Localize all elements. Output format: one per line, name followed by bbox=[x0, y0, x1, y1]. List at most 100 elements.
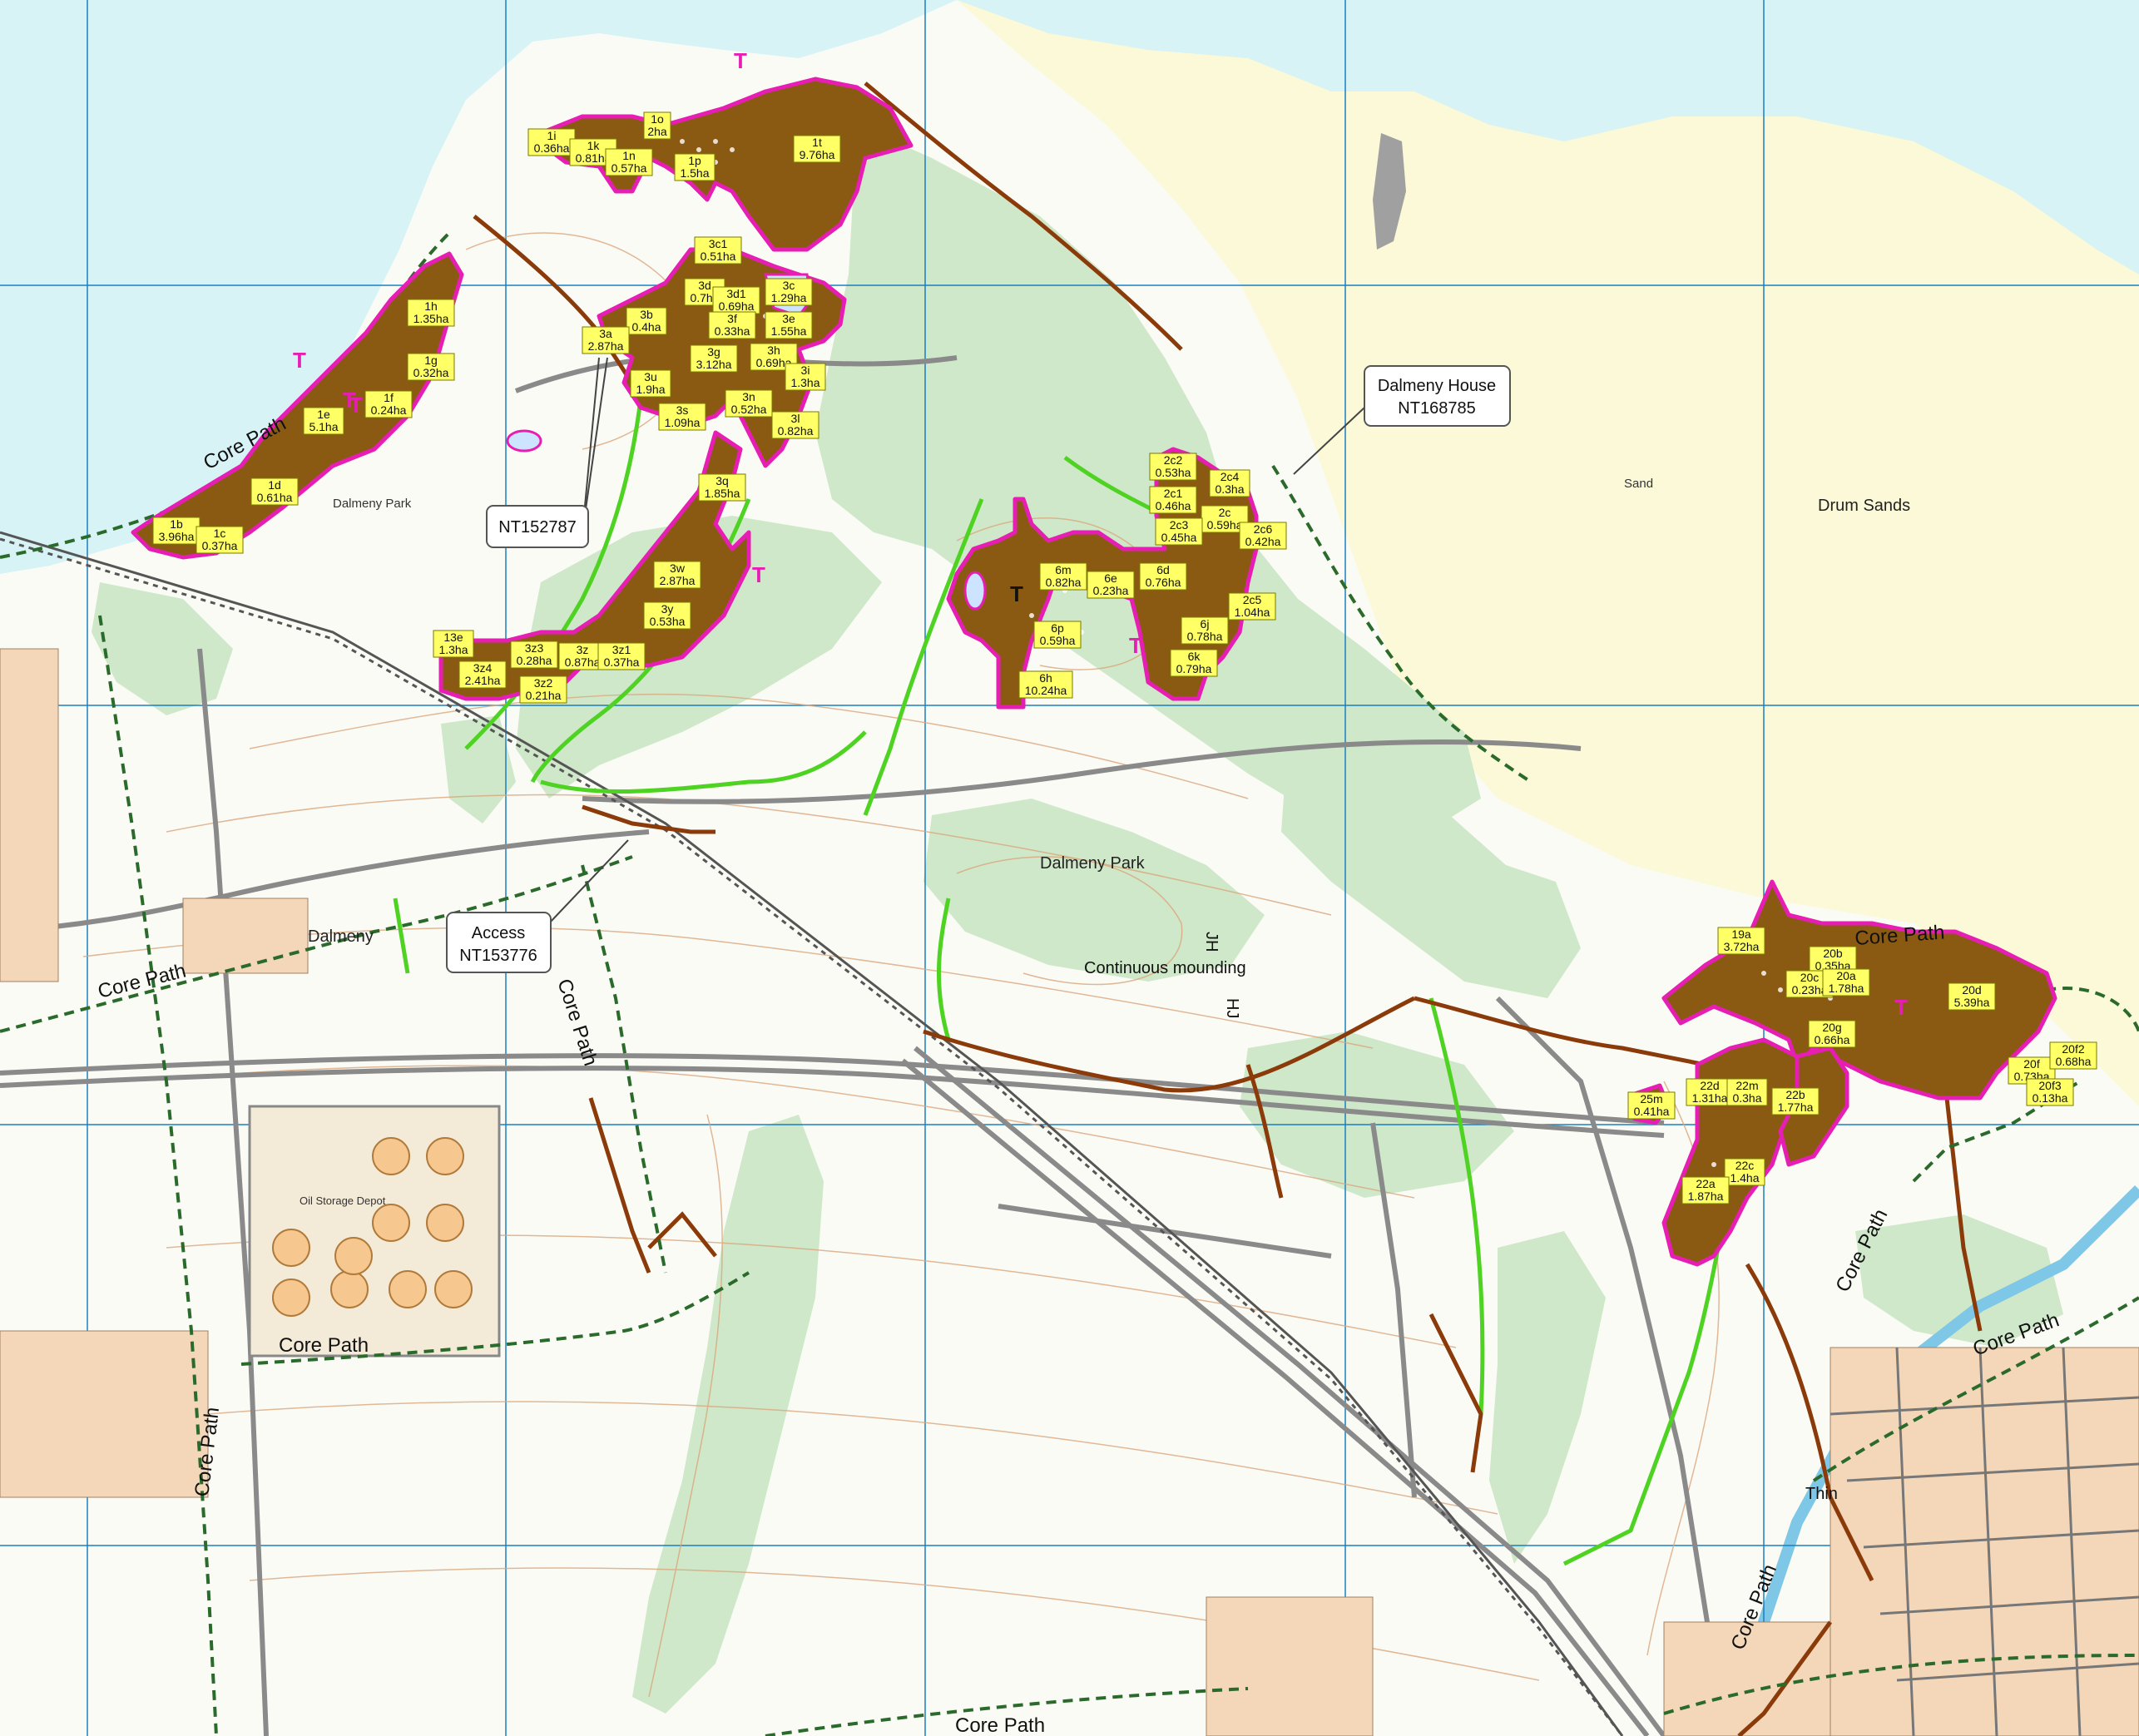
compartment-code: 3h bbox=[767, 344, 780, 357]
compartment-label-bg bbox=[1155, 517, 1203, 546]
compartment-area: 0.66ha bbox=[1815, 1033, 1850, 1046]
roads bbox=[0, 353, 1716, 1736]
compartment-label-bg bbox=[1170, 649, 1218, 677]
compartment-label-bg bbox=[1822, 968, 1870, 997]
place-labels: Drum Sands Sand Dalmeny Park Dalmeny Par… bbox=[300, 477, 1910, 1503]
compartment-label-bg bbox=[1948, 982, 1996, 1011]
compartment-code: 6m bbox=[1055, 563, 1071, 576]
compartment-label-bg bbox=[793, 135, 841, 163]
compartment-label-bg bbox=[1087, 571, 1135, 599]
compartment-label-bg bbox=[1771, 1087, 1820, 1115]
thin-markers: T T T T T T T T bbox=[293, 48, 1908, 1020]
compartment-label-bg bbox=[519, 675, 567, 704]
compartment-area: 0.76ha bbox=[1146, 576, 1181, 589]
compartment-code: 6k bbox=[1188, 650, 1201, 663]
compartment-label-3e: 3e1.55ha bbox=[765, 311, 813, 339]
compartment-area: 1.55ha bbox=[771, 324, 807, 338]
compartment-label-bg bbox=[597, 642, 646, 670]
compartment-code: 2c4 bbox=[1221, 470, 1240, 483]
compartment-area: 1.3ha bbox=[790, 376, 819, 389]
sea-channels bbox=[957, 0, 2139, 274]
compartment-code: 3u bbox=[644, 370, 657, 383]
callout-dalmeny-house-line2: NT168785 bbox=[1398, 399, 1475, 418]
railway bbox=[0, 531, 1624, 1736]
compartment-code: 3z bbox=[577, 643, 589, 656]
compartment-label-1h: 1h1.35ha bbox=[407, 299, 455, 327]
compartment-code: 20b bbox=[1823, 947, 1843, 960]
label-continuous-mounding: Continuous mounding bbox=[1084, 959, 1246, 977]
compartment-label-6p: 6p0.59ha bbox=[1033, 621, 1082, 649]
oil-storage-depot bbox=[248, 1105, 501, 1358]
label-sand: Sand bbox=[1624, 477, 1653, 491]
compartment-code: 2c3 bbox=[1170, 518, 1189, 532]
compartment-label-bg bbox=[712, 286, 760, 314]
compartment-area: 0.82ha bbox=[1046, 576, 1082, 589]
compartment-code: 6e bbox=[1104, 571, 1117, 585]
compartment-code: 1k bbox=[587, 139, 601, 152]
compartment-label-bg bbox=[196, 526, 244, 554]
compartment-label-bg bbox=[527, 128, 576, 156]
core-path-label: Core Path bbox=[955, 1714, 1045, 1736]
compartment-label-bg bbox=[605, 148, 653, 176]
compartment-code: 1b bbox=[170, 517, 183, 531]
callout-dalmeny-house: Dalmeny House NT168785 bbox=[1364, 365, 1511, 427]
compartment-label-bg bbox=[1228, 592, 1276, 621]
compartment-label-1e: 1e5.1ha bbox=[303, 407, 344, 435]
compartment-label-3s: 3s1.09ha bbox=[658, 403, 706, 431]
town-streets bbox=[1830, 1347, 2139, 1736]
compartment-area: 1.09ha bbox=[665, 416, 701, 429]
compartment-area: 9.76ha bbox=[800, 148, 835, 161]
compartment-code: 20d bbox=[1962, 983, 1981, 997]
compartment-code: 22a bbox=[1696, 1177, 1716, 1190]
compartment-area: 0.69ha bbox=[719, 299, 755, 313]
compartment-label-bg bbox=[1627, 1091, 1676, 1120]
compartment-area: 1.77ha bbox=[1778, 1100, 1814, 1114]
compartment-code: 13e bbox=[443, 631, 463, 644]
compartment-label-bg bbox=[694, 236, 742, 265]
compartment-area: 0.81ha bbox=[576, 151, 611, 165]
compartment-area: 1.5ha bbox=[680, 166, 709, 180]
sea bbox=[0, 0, 957, 574]
callout-nt152787: NT152787 bbox=[486, 505, 589, 548]
towns bbox=[0, 648, 2139, 1736]
compartment-label-bg bbox=[1039, 562, 1087, 591]
label-drum-sands: Drum Sands bbox=[1818, 497, 1910, 515]
compartment-code: 3n bbox=[742, 390, 755, 403]
compartment-code: 2c5 bbox=[1243, 593, 1262, 606]
compartment-area: 0.68ha bbox=[2056, 1055, 2092, 1068]
compartment-label-3g: 3g3.12ha bbox=[690, 344, 738, 373]
compartment-label-bg bbox=[674, 153, 715, 181]
compartment-area: 0.21ha bbox=[526, 689, 562, 702]
compartment-label-3u: 3u1.9ha bbox=[630, 369, 671, 398]
compartment-label-bg bbox=[653, 561, 701, 589]
compartment-area: 0.23ha bbox=[1093, 584, 1129, 597]
compartment-code: 20g bbox=[1822, 1021, 1841, 1034]
compartment-label-bg bbox=[1726, 1078, 1768, 1106]
compartment-area: 0.4ha bbox=[631, 320, 661, 334]
compartment-code: 2c1 bbox=[1164, 487, 1183, 500]
compartment-label-bg bbox=[1149, 486, 1197, 514]
compartment-label-3l: 3l0.82ha bbox=[771, 411, 819, 439]
compartment-label-3b: 3b0.4ha bbox=[626, 307, 667, 335]
compartment-code: 1d bbox=[268, 478, 281, 492]
compartment-label-1g: 1g0.32ha bbox=[407, 353, 455, 381]
t-marker: T bbox=[1894, 995, 1908, 1020]
core-path-label: Core Path bbox=[279, 1334, 369, 1357]
compartment-area: 0.42ha bbox=[1245, 535, 1281, 548]
compartment-code: 2c2 bbox=[1164, 453, 1183, 467]
compartment-area: 0.46ha bbox=[1156, 499, 1191, 512]
t-marker: T bbox=[349, 393, 363, 418]
compartment-label-bg bbox=[2049, 1041, 2097, 1070]
compartment-label-3c: 3c1.29ha bbox=[765, 278, 813, 306]
